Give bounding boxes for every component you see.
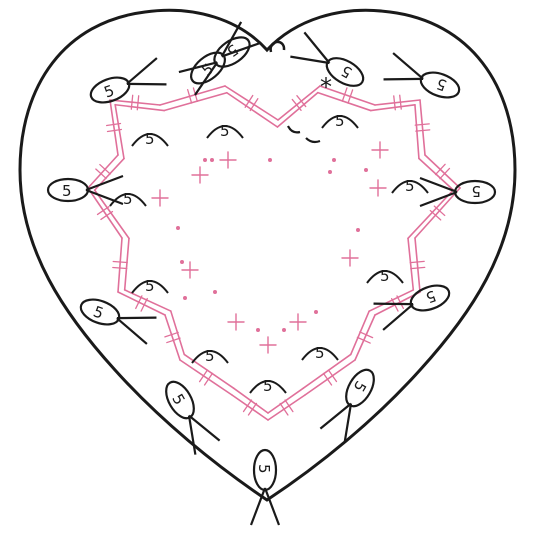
- ring-count-label: 5: [423, 287, 438, 307]
- stitch-tick: [415, 124, 429, 125]
- pink-chain-segment: [420, 100, 425, 155]
- chain-dot: [356, 228, 360, 232]
- pink-chain-segment: [125, 238, 129, 290]
- pink-chain-segment: [118, 238, 122, 292]
- stitch-tick: [280, 403, 288, 415]
- pink-chain-segment: [303, 354, 350, 388]
- picot-ring: 5: [48, 176, 123, 204]
- chain-dot: [180, 260, 184, 264]
- pink-chain-segment: [415, 188, 460, 238]
- arc-count-label: 5: [263, 377, 273, 395]
- picot-ring: 5: [420, 178, 495, 206]
- picot-ring: 5: [251, 450, 279, 525]
- stitch-tick: [98, 207, 110, 215]
- stitch-tick: [248, 403, 256, 414]
- pink-chain-segment: [88, 188, 122, 238]
- ring-count-label: 5: [255, 464, 273, 474]
- picot-ring: 5: [320, 364, 382, 443]
- chain-dot: [183, 296, 187, 300]
- stitch-tick: [113, 261, 127, 262]
- arc-count-label: 5: [335, 112, 345, 130]
- stitch-tick: [101, 212, 113, 220]
- pink-chain-segment: [277, 93, 317, 127]
- chain-dot: [364, 168, 368, 172]
- ring-count-label: 5: [471, 182, 481, 200]
- start-curl: [306, 138, 320, 142]
- ring-count-label: 5: [102, 81, 117, 101]
- pink-chain-segment: [232, 395, 268, 420]
- stitch-tick: [113, 267, 127, 268]
- stitch-tick: [411, 267, 425, 268]
- pink-chain-segment: [110, 100, 118, 155]
- ring-stem: [127, 71, 167, 97]
- black-chain-layer: 5 5 5 5 5 5 5 5 5 5 5 5: [48, 22, 495, 525]
- chain-dot: [314, 310, 318, 314]
- stitch-tick: [136, 296, 142, 309]
- ring-count-label: 5: [434, 74, 449, 94]
- chain-dot: [203, 158, 207, 162]
- stitch-tick: [244, 400, 252, 411]
- stitch-tick: [141, 299, 147, 312]
- ring-stem: [420, 192, 457, 206]
- picot-ring: 5: [179, 29, 256, 95]
- arc-count-label: 5: [380, 267, 390, 285]
- arc-count-label: 5: [405, 177, 415, 195]
- pink-chain-segment: [408, 190, 453, 238]
- pink-chain-segment: [268, 395, 305, 420]
- chain-dot: [328, 170, 332, 174]
- pink-chain-segment: [369, 290, 413, 311]
- pink-chain-segment: [225, 86, 278, 120]
- stitch-tick: [297, 96, 306, 107]
- ring-stem: [290, 45, 329, 76]
- pink-chain-segment: [115, 105, 124, 159]
- stitch-tick: [360, 332, 373, 338]
- chain-dot: [282, 328, 286, 332]
- ring-stem: [384, 66, 424, 92]
- stitch-tick: [285, 400, 293, 412]
- stitch-tick: [324, 373, 332, 384]
- stitch-tick: [410, 261, 424, 262]
- chain-dot: [332, 158, 336, 162]
- label-layer: 5 5 5 5 5 5 5 5 5 5: [123, 112, 415, 395]
- stitch-tick: [416, 130, 430, 131]
- arc-count-label: 5: [123, 190, 133, 208]
- stitch-tick: [292, 99, 301, 110]
- pink-chain-segment: [278, 86, 320, 120]
- ring-count-label: 5: [91, 302, 106, 322]
- picot-ring: 5: [384, 53, 464, 105]
- stitch-tick: [200, 370, 208, 382]
- ring-stem: [333, 404, 364, 443]
- chain-dot: [268, 158, 272, 162]
- stitch-tick: [250, 99, 258, 111]
- ring-stem: [117, 305, 157, 331]
- stitch-tick: [397, 296, 403, 308]
- pink-chain-segment: [115, 105, 164, 111]
- pink-chain-segment: [415, 238, 420, 292]
- arc-count-label: 5: [220, 122, 230, 140]
- stitch-tick: [357, 337, 370, 343]
- stitch-tick: [328, 370, 336, 381]
- arc-count-label: 5: [145, 130, 155, 148]
- pink-chain-segment: [408, 238, 413, 290]
- stitch-tick: [245, 95, 253, 107]
- arc-count-label: 5: [145, 277, 155, 295]
- chain-dot: [256, 328, 260, 332]
- start-curl: [288, 126, 300, 132]
- pink-chain-segment: [227, 93, 278, 127]
- arc-count-label: 5: [205, 347, 215, 365]
- start-marker: *: [320, 73, 332, 101]
- arc-count-label: 5: [315, 344, 325, 362]
- chain-dot: [210, 158, 214, 162]
- chain-dot: [176, 226, 180, 230]
- ring-count-label: 5: [62, 182, 72, 200]
- top-loop: [271, 42, 284, 52]
- chain-dot: [213, 290, 217, 294]
- stitch-tick: [205, 373, 213, 385]
- pink-chain-segment: [371, 105, 415, 111]
- pink-chain-segment: [165, 315, 180, 360]
- pink-chain-segment: [180, 360, 232, 395]
